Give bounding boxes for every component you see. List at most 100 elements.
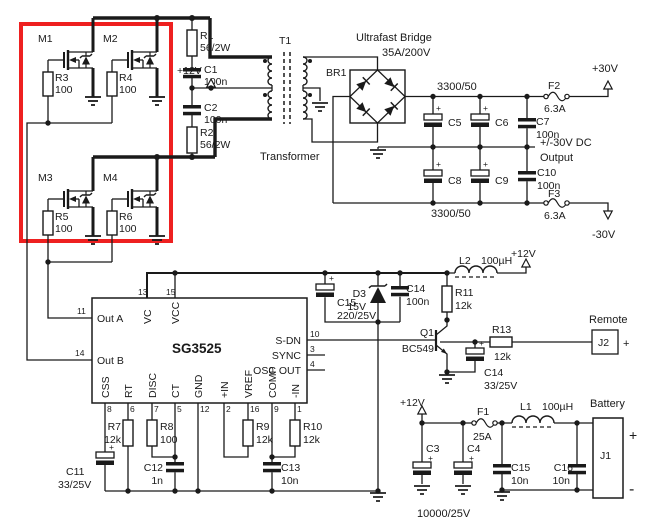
j1-plus: +	[629, 427, 637, 443]
label-bridge-rating: 35A/200V	[382, 47, 431, 59]
j2-plus: +	[623, 338, 629, 350]
label-c3: C3	[426, 443, 440, 455]
label-r7-value: 12k	[104, 434, 122, 446]
label-m3: M3	[38, 172, 53, 184]
pin-css: CSS	[100, 376, 112, 398]
pin-out-b: Out B	[97, 355, 124, 367]
pin4-number: 4	[310, 359, 315, 369]
aux-supply: + C15 220/25V D3 15V C14 100n R11 12k L2…	[315, 248, 592, 392]
label-c11: C11	[66, 466, 85, 478]
label-c6: C6	[495, 117, 509, 129]
resistor-r6	[106, 210, 118, 236]
c3-plus: +	[428, 453, 433, 463]
label-r11-value: 12k	[455, 300, 473, 312]
label-c15-value: 220/25V	[337, 310, 376, 322]
label-f3-value: 6.3A	[544, 210, 566, 222]
pin-disc: DISC	[147, 372, 159, 398]
label-br1: BR1	[326, 67, 347, 79]
pin8-number: 8	[107, 404, 112, 414]
label-r13: R13	[492, 324, 511, 336]
label-bulk-value: 10000/25V	[417, 508, 471, 520]
highlight-box	[19, 22, 173, 243]
label-c14b: C14	[484, 367, 503, 379]
label-c15: C15	[337, 297, 356, 309]
label-remote: Remote	[589, 314, 628, 326]
fuse-f3	[543, 198, 570, 208]
capacitor-c12	[166, 462, 184, 473]
label-12v-input: +12V	[400, 397, 425, 409]
ground-icon	[493, 491, 511, 501]
pin-vc: VC	[142, 309, 154, 324]
pin-vref: VREF	[243, 370, 255, 398]
pin-in-minus: -IN	[290, 384, 302, 398]
capacitor-c10	[518, 171, 536, 182]
label-c9: C9	[495, 175, 509, 187]
resistor-r2	[186, 126, 198, 154]
pin14-number: 14	[75, 348, 85, 358]
label-12v-transformer: +12V	[177, 65, 202, 77]
label-bridge-title: Ultrafast Bridge	[356, 32, 432, 44]
pin6-number: 6	[130, 404, 135, 414]
label-c10: C10	[537, 167, 556, 179]
label-l1: L1	[520, 401, 532, 413]
ground-icon	[454, 485, 472, 495]
primary-coil-lower	[267, 90, 273, 120]
label-l1-value: 100µH	[542, 401, 573, 413]
label-3300-bottom: 3300/50	[431, 208, 471, 220]
label-r3-value: 100	[55, 84, 73, 96]
label-battery: Battery	[590, 398, 625, 410]
capacitor-c7	[518, 118, 536, 129]
label-l2: L2	[459, 255, 471, 267]
label-r5-value: 100	[55, 223, 73, 235]
capacitor-c4	[453, 461, 473, 476]
pin9-number: 9	[274, 404, 279, 414]
resistor-r3	[42, 71, 54, 97]
label-r8-value: 100	[160, 434, 178, 446]
fuse-f2	[543, 91, 570, 102]
label-f1-value: 25A	[473, 431, 492, 443]
label-c14-value: 100n	[406, 296, 430, 308]
capacitor-c3	[412, 461, 432, 476]
pin12-number: 12	[200, 404, 210, 414]
capacitor-c15	[315, 283, 335, 298]
c6-plus: +	[483, 103, 488, 113]
capacitor-c13	[263, 462, 281, 473]
pin-vcc: VCC	[170, 301, 182, 324]
primary-coil-upper	[267, 56, 273, 86]
pin11-number: 11	[77, 306, 86, 316]
pin3-number: 3	[310, 344, 315, 354]
ic-body	[91, 297, 308, 404]
resistor-r7	[122, 419, 134, 447]
label-r3: R3	[55, 72, 69, 84]
label-c5: C5	[448, 117, 462, 129]
c14b-plus: +	[479, 338, 484, 348]
label-c7-value: 100n	[536, 129, 560, 141]
secondary-coil-lower	[302, 90, 308, 120]
label-c16: C16	[554, 462, 573, 474]
c11-plus: +	[109, 442, 114, 452]
label-output-line1: +/-30V DC	[540, 137, 592, 149]
ground-icon	[413, 485, 431, 495]
label-r1-value: 56/2W	[200, 42, 230, 54]
minus30v-arrow-icon	[603, 210, 613, 220]
capacitor-c6	[470, 113, 490, 128]
label-r9-value: 12k	[256, 434, 274, 446]
pin-s-dn: S-DN	[275, 335, 301, 347]
label-c12: C12	[144, 462, 163, 474]
resistor-r10	[289, 419, 301, 447]
label-c15b: C15	[511, 462, 530, 474]
c5-plus: +	[436, 103, 441, 113]
label-q1-type: BC549	[402, 343, 434, 355]
pin10-number: 10	[310, 329, 320, 339]
inductor-l1	[511, 415, 555, 424]
label-r10: R10	[303, 421, 322, 433]
label-c10-value: 100n	[537, 180, 561, 192]
resistor-r8	[146, 419, 158, 447]
label-c13: C13	[281, 462, 300, 474]
label-r7: R7	[108, 421, 122, 433]
label-c1: C1	[204, 64, 218, 76]
transformer-t1: T1 Transformer	[192, 18, 379, 163]
label-l2-value: 100µH	[481, 255, 512, 267]
pin-gnd: GND	[193, 374, 205, 398]
